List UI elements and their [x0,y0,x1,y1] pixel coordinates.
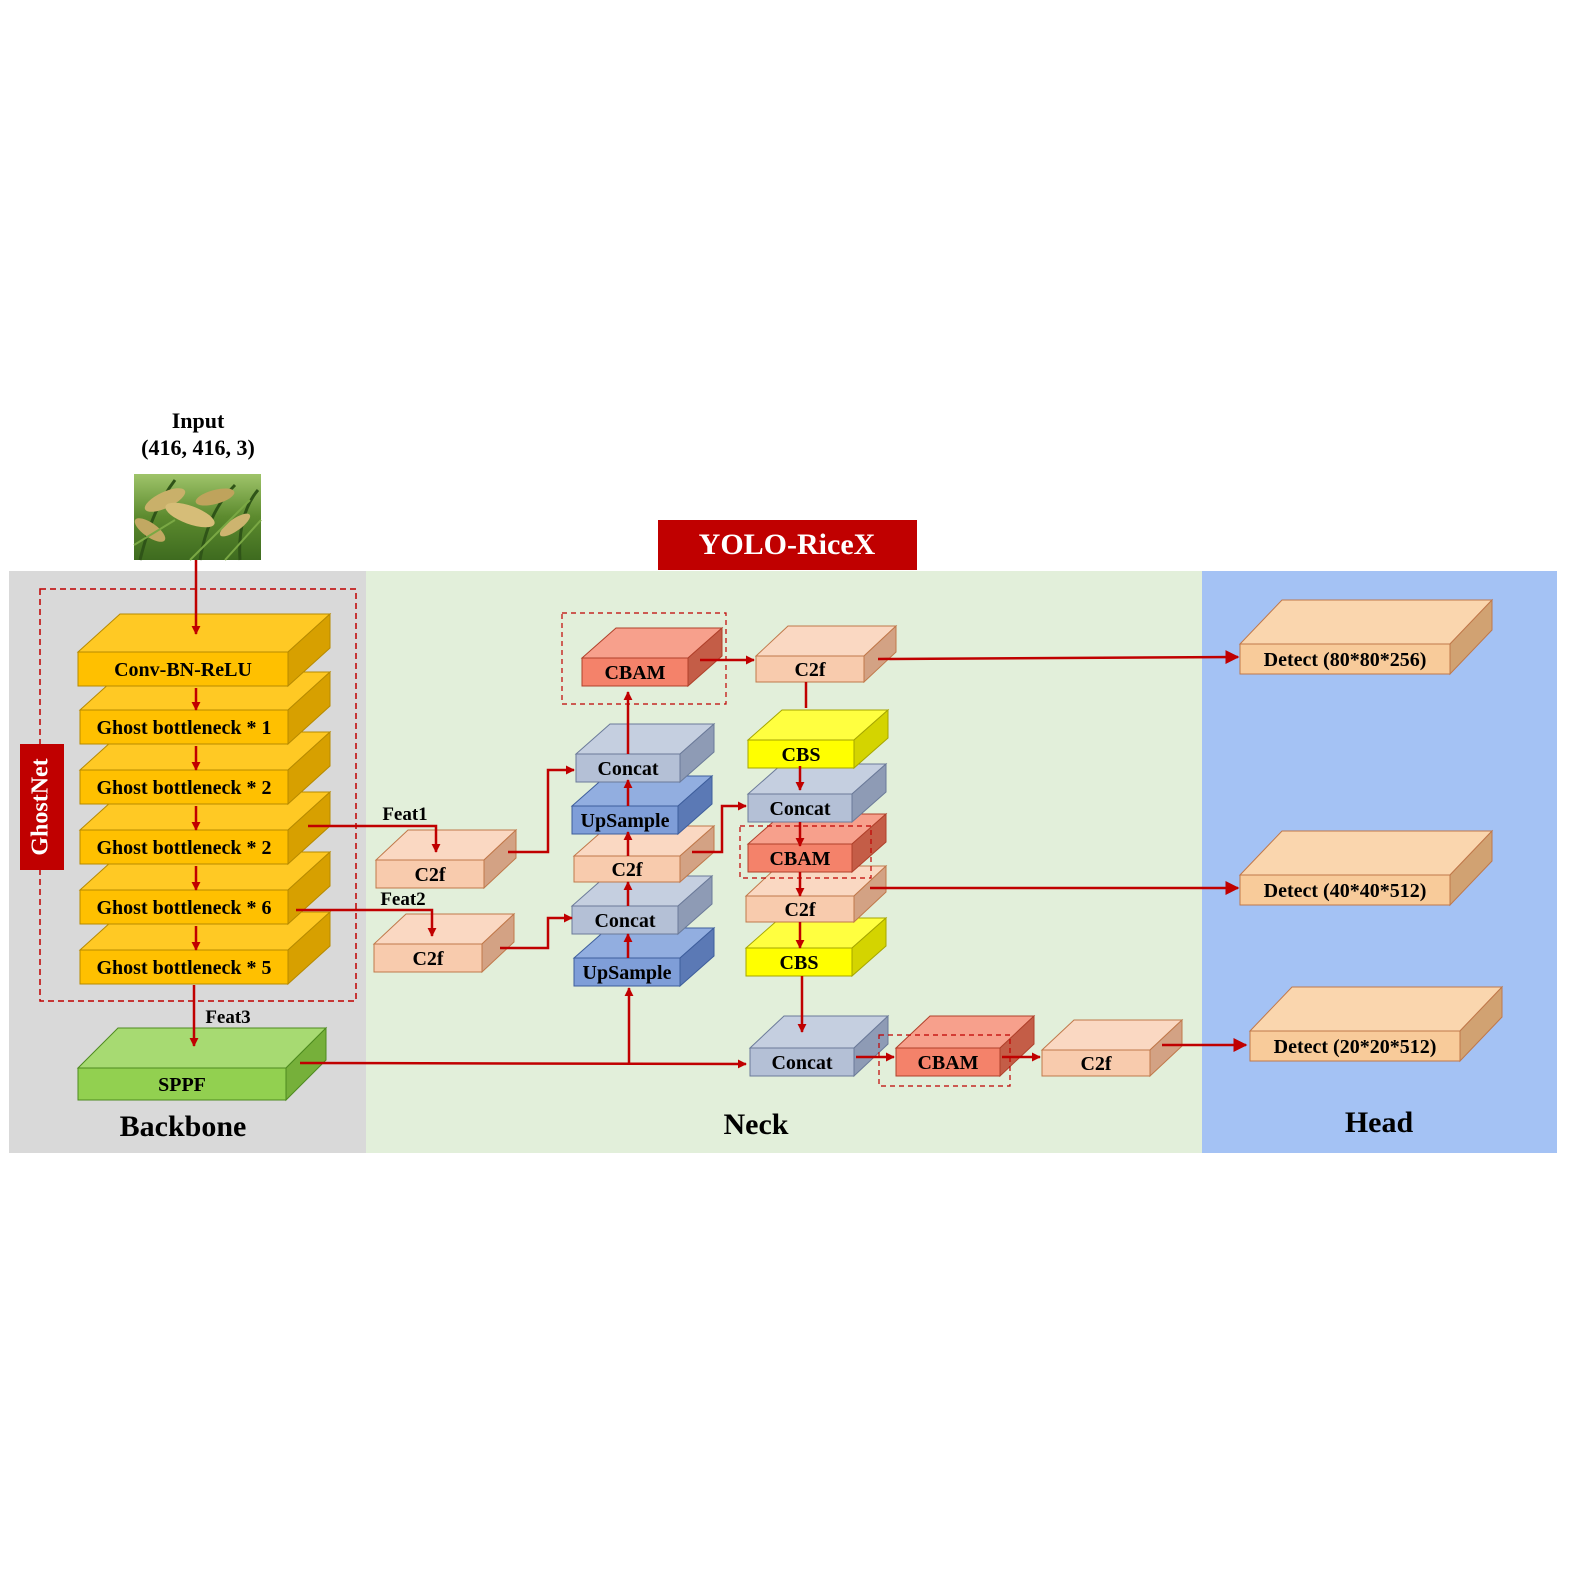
cbam-top-outline [561,612,727,705]
sppf-block-label: SPPF [158,1074,206,1096]
detect-2: Detect (40*40*512) [1238,829,1494,907]
section-backbone: Backbone [120,1110,247,1143]
detect-3: Detect (20*20*512) [1248,985,1504,1063]
arrow-sppf-to-concat [299,1059,747,1069]
section-head: Head [1345,1106,1414,1139]
cbam-mid-outline [739,825,872,879]
c2f-feat1-label: C2f [414,864,445,886]
concat-right-label: Concat [769,798,830,820]
feat3-label: Feat3 [205,1007,250,1028]
concat-top-label: Concat [597,758,658,780]
cbam-bottom-outline [878,1034,1011,1087]
arrow-c2f1-to-concat [508,765,575,854]
concat-mid-label: Concat [594,910,655,932]
backbone-block-5-label: Ghost bottleneck * 6 [97,897,272,919]
cbam-bottom-label: CBAM [917,1052,978,1074]
c2f-right-mid: C2f [744,864,888,924]
upsample-top: UpSample [570,774,714,836]
input-label: Input [172,408,225,433]
cbs-bottom: CBS [744,916,888,978]
concat-bottom: Concat [748,1014,890,1078]
upsample-bottom: UpSample [572,926,716,988]
arrow-feat1 [308,824,441,853]
upsample-bottom-label: UpSample [583,962,672,984]
ghostnet-label: GhostNet [28,758,54,855]
feat2-label: Feat2 [380,889,425,910]
backbone-block-3-label: Ghost bottleneck * 2 [97,777,272,799]
upsample-top-label: UpSample [581,810,670,832]
c2f-bottom-label: C2f [1080,1053,1111,1075]
sppf-block: SPPF [76,1026,328,1102]
backbone-block-5: Ghost bottleneck * 6 [78,850,332,926]
c2f-center-label: C2f [611,859,642,881]
block-layer: Ghost bottleneck * 5 Ghost bottleneck * 6… [76,598,1504,1102]
section-neck: Neck [724,1108,789,1141]
cbam-top: CBAM [580,626,724,688]
cbs-bottom-label: CBS [780,952,819,974]
c2f-right-mid-label: C2f [784,899,815,921]
backbone-block-2: Ghost bottleneck * 1 [78,670,332,746]
detect-1: Detect (80*80*256) [1238,598,1494,676]
c2f-top: C2f [754,624,898,684]
backbone-block-4-label: Ghost bottleneck * 2 [97,837,272,859]
concat-top: Concat [574,722,716,784]
arrow-to-detect-1 [877,650,1240,665]
c2f-feat1: C2f [374,828,518,890]
arrow-c2f2-to-concat [500,913,573,950]
feat1-label: Feat1 [382,804,427,825]
backbone-block-1: Conv-BN-ReLU [76,612,332,688]
cbam-mid-label: CBAM [769,848,830,870]
cbs-top-label: CBS [782,744,821,766]
detect-3-label: Detect (20*20*512) [1274,1036,1437,1058]
c2f-top-label: C2f [794,659,825,681]
input-shape: (416, 416, 3) [141,435,255,460]
backbone-block-2-label: Ghost bottleneck * 1 [97,717,272,739]
cbam-top-label: CBAM [604,662,665,684]
c2f-bottom: C2f [1040,1018,1184,1078]
concat-bottom-label: Concat [771,1052,832,1074]
c2f-feat2-label: C2f [412,948,443,970]
title-banner [658,520,917,570]
arrow-c2f-mid-to-concat [692,801,747,854]
rice-plant-photo [133,474,262,561]
arrow-feat2 [296,908,437,937]
connector-layer [189,560,1248,1069]
backbone-block-1-label: Conv-BN-ReLU [114,659,252,681]
ghostnet-label-box [20,744,64,870]
detect-2-label: Detect (40*40*512) [1264,880,1427,902]
concat-right: Concat [746,762,888,824]
cbam-bottom: CBAM [894,1014,1036,1078]
backbone-block-6-label: Ghost bottleneck * 5 [97,957,272,979]
c2f-feat2: C2f [372,912,516,974]
detect-1-label: Detect (80*80*256) [1264,649,1427,671]
diagram-title: YOLO-RiceX [699,528,876,561]
cbs-top: CBS [746,708,890,770]
